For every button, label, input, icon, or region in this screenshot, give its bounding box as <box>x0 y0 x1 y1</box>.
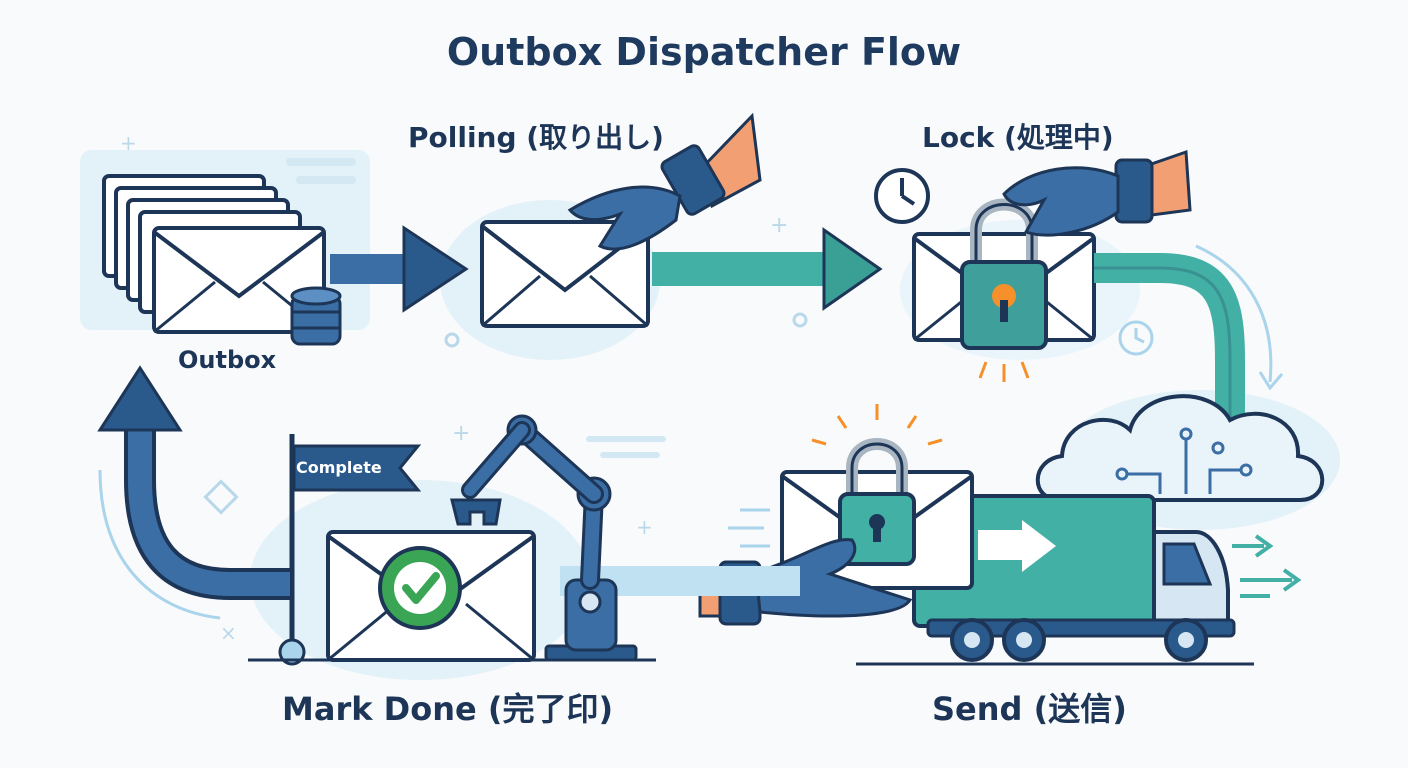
svg-text:×: × <box>220 621 237 645</box>
page-title: Outbox Dispatcher Flow <box>446 30 962 74</box>
clock-icon <box>874 168 930 224</box>
arrow-icon <box>330 225 469 313</box>
clock-icon <box>1118 320 1154 356</box>
padlock-icon <box>960 198 1048 382</box>
checkmark-seal-icon <box>378 546 462 630</box>
flow-curve-arrow <box>1094 253 1245 420</box>
step-label-send: Send (送信) <box>932 690 1127 728</box>
outbox-stack-icon <box>102 174 326 334</box>
flag-icon <box>248 434 656 666</box>
padlock-icon <box>811 404 943 566</box>
cloud-network-icon <box>1035 394 1325 502</box>
step-label-outbox: Outbox <box>178 346 277 374</box>
robot-arm-icon <box>450 414 638 662</box>
flag-text: Complete <box>296 458 382 477</box>
step-label-mark-done: Mark Done (完了印) <box>282 690 614 728</box>
step-label-polling: Polling (取り出し) <box>408 121 664 154</box>
step-label-lock: Lock (処理中) <box>922 121 1114 154</box>
arrow-icon <box>652 227 883 311</box>
glove-hand-icon <box>567 112 762 251</box>
speed-lines <box>728 508 770 548</box>
glove-hand-icon <box>1002 149 1192 237</box>
svg-text:+: + <box>120 131 137 155</box>
flow-curve-arrow <box>1195 244 1273 383</box>
return-arrow-icon <box>97 365 290 620</box>
svg-text:+: + <box>636 515 653 539</box>
database-icon <box>290 286 342 346</box>
svg-text:+: + <box>770 213 788 238</box>
svg-text:+: + <box>452 421 470 446</box>
delivery-truck-icon <box>856 494 1302 666</box>
flow-curve-arrow <box>1094 266 1232 420</box>
